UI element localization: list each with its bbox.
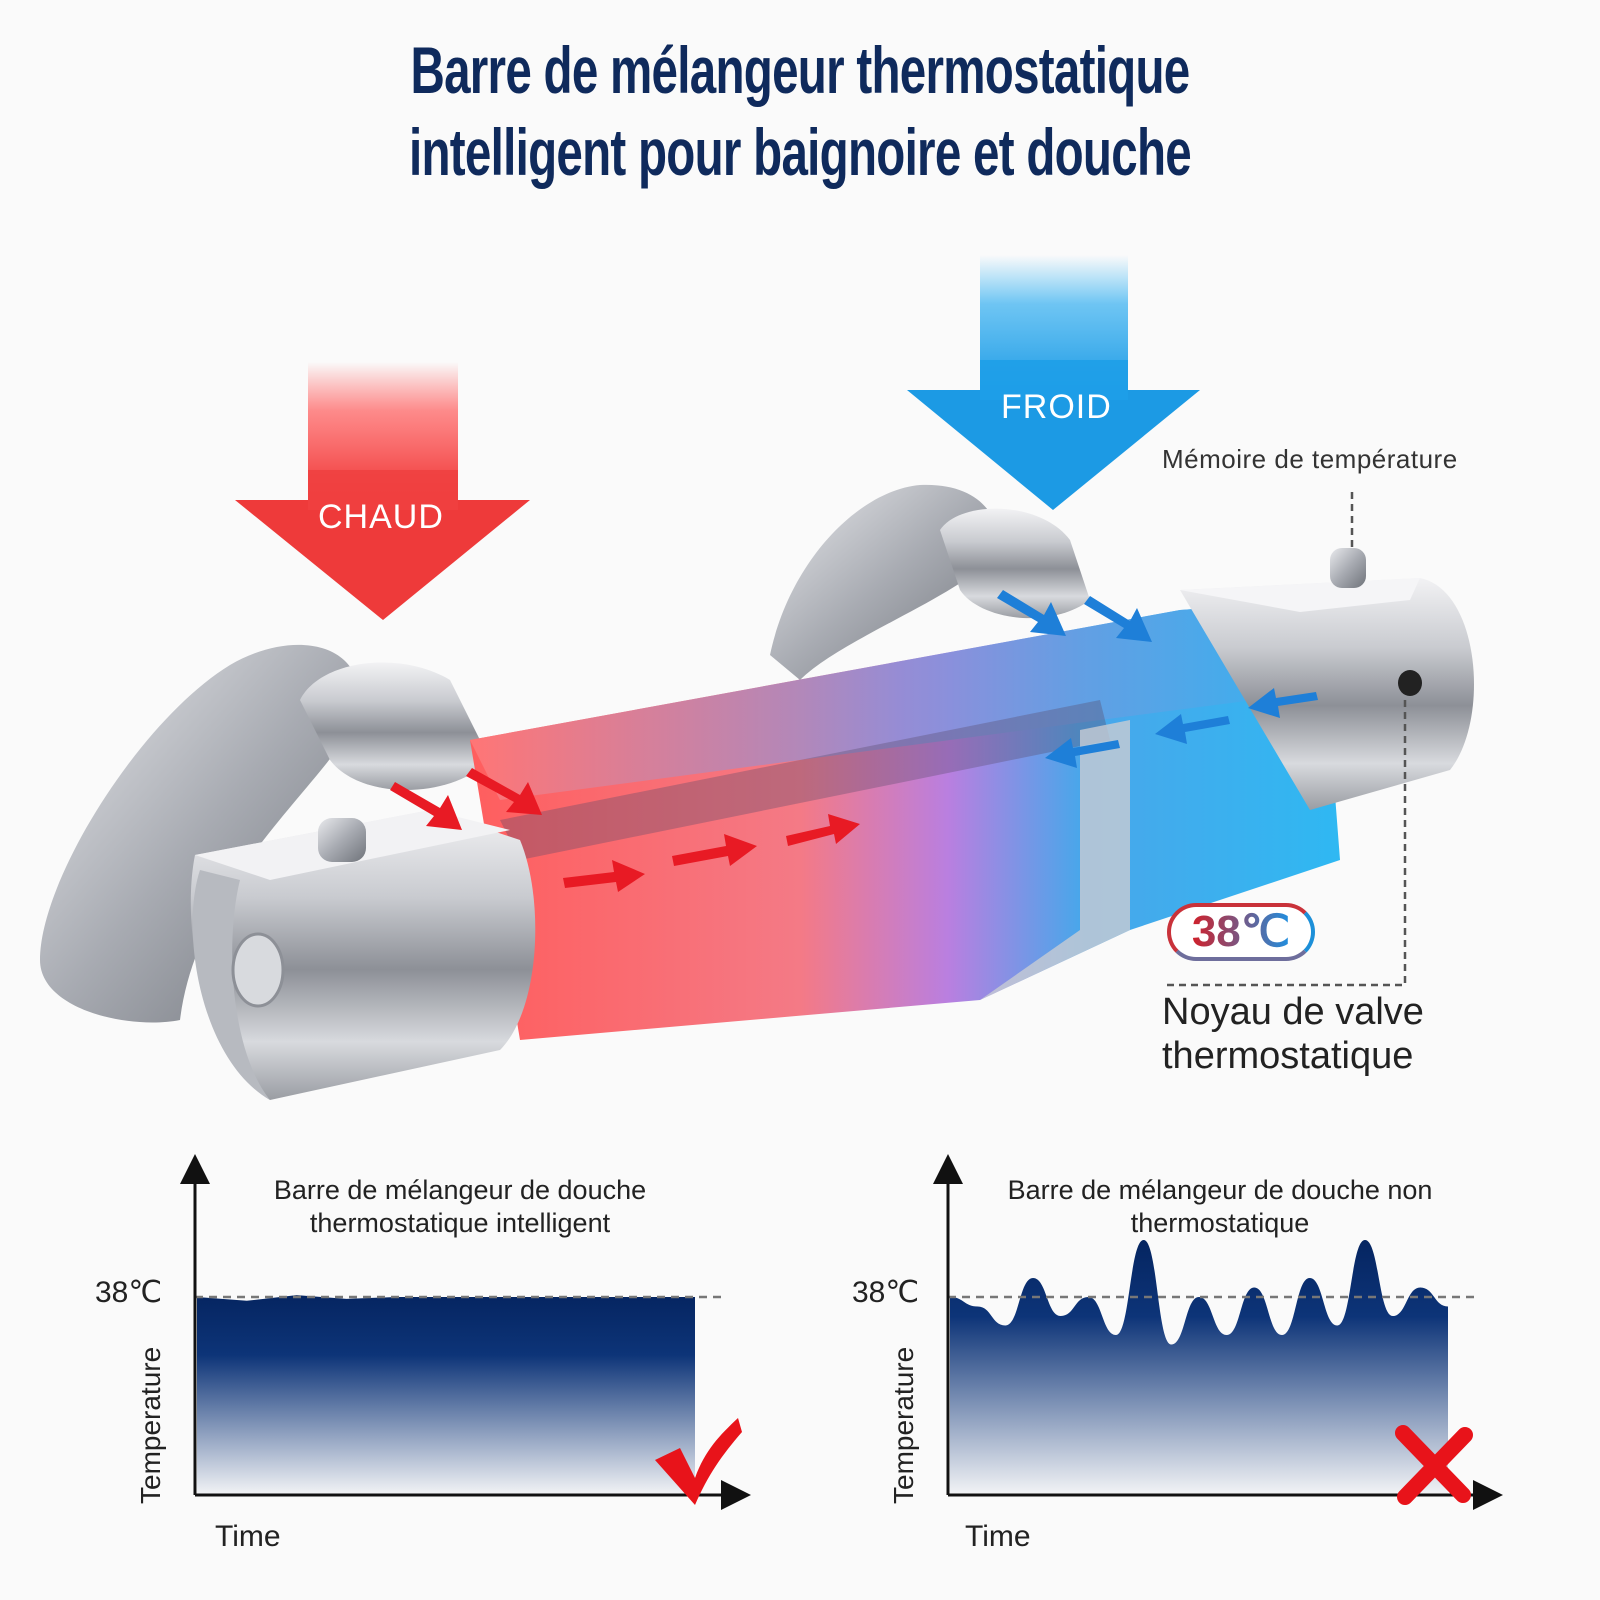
memory-callout: Mémoire de température: [1162, 444, 1458, 474]
chart-non-thermostatic: [933, 1154, 1503, 1510]
hot-arrow-icon: [235, 362, 530, 620]
badge-temp: 38℃: [1191, 907, 1291, 956]
title-line-1: Barre de mélangeur thermostatique: [410, 33, 1190, 107]
cold-label: FROID: [1001, 388, 1112, 426]
chart-area-series: [950, 1240, 1448, 1495]
callout-lines: [1165, 492, 1407, 987]
cross-icon: [1395, 1425, 1473, 1505]
temperature-badge: 38℃: [1167, 903, 1315, 961]
chart-1-xlabel: Time: [215, 1520, 281, 1553]
core-line-1: Noyau de valve: [1162, 991, 1424, 1033]
checkmark-icon: [655, 1418, 742, 1505]
core-callout: Noyau de valve thermostatique: [1162, 990, 1424, 1078]
thermostatic-mixer-illustration: [40, 484, 1474, 1100]
chart-2-xlabel: Time: [965, 1520, 1031, 1553]
chart-area-series: [197, 1295, 695, 1495]
chart-2-ylabel: Temperature: [888, 1346, 919, 1504]
core-line-2: thermostatique: [1162, 1035, 1414, 1077]
hot-label: CHAUD: [318, 498, 444, 536]
chart-thermostatic: [180, 1154, 751, 1510]
title-line-2: intelligent pour baignoire et douche: [409, 115, 1192, 189]
chart-1-ylabel: Temperature: [135, 1346, 166, 1504]
cold-arrow-icon: [907, 255, 1200, 510]
chart-1-ref-label: 38℃: [95, 1276, 163, 1309]
chart-2-ref-label: 38℃: [852, 1276, 920, 1309]
chart-1-title: Barre de mélangeur de douche thermostati…: [273, 1175, 647, 1238]
chart-2-title: Barre de mélangeur de douche non thermos…: [1007, 1175, 1433, 1238]
